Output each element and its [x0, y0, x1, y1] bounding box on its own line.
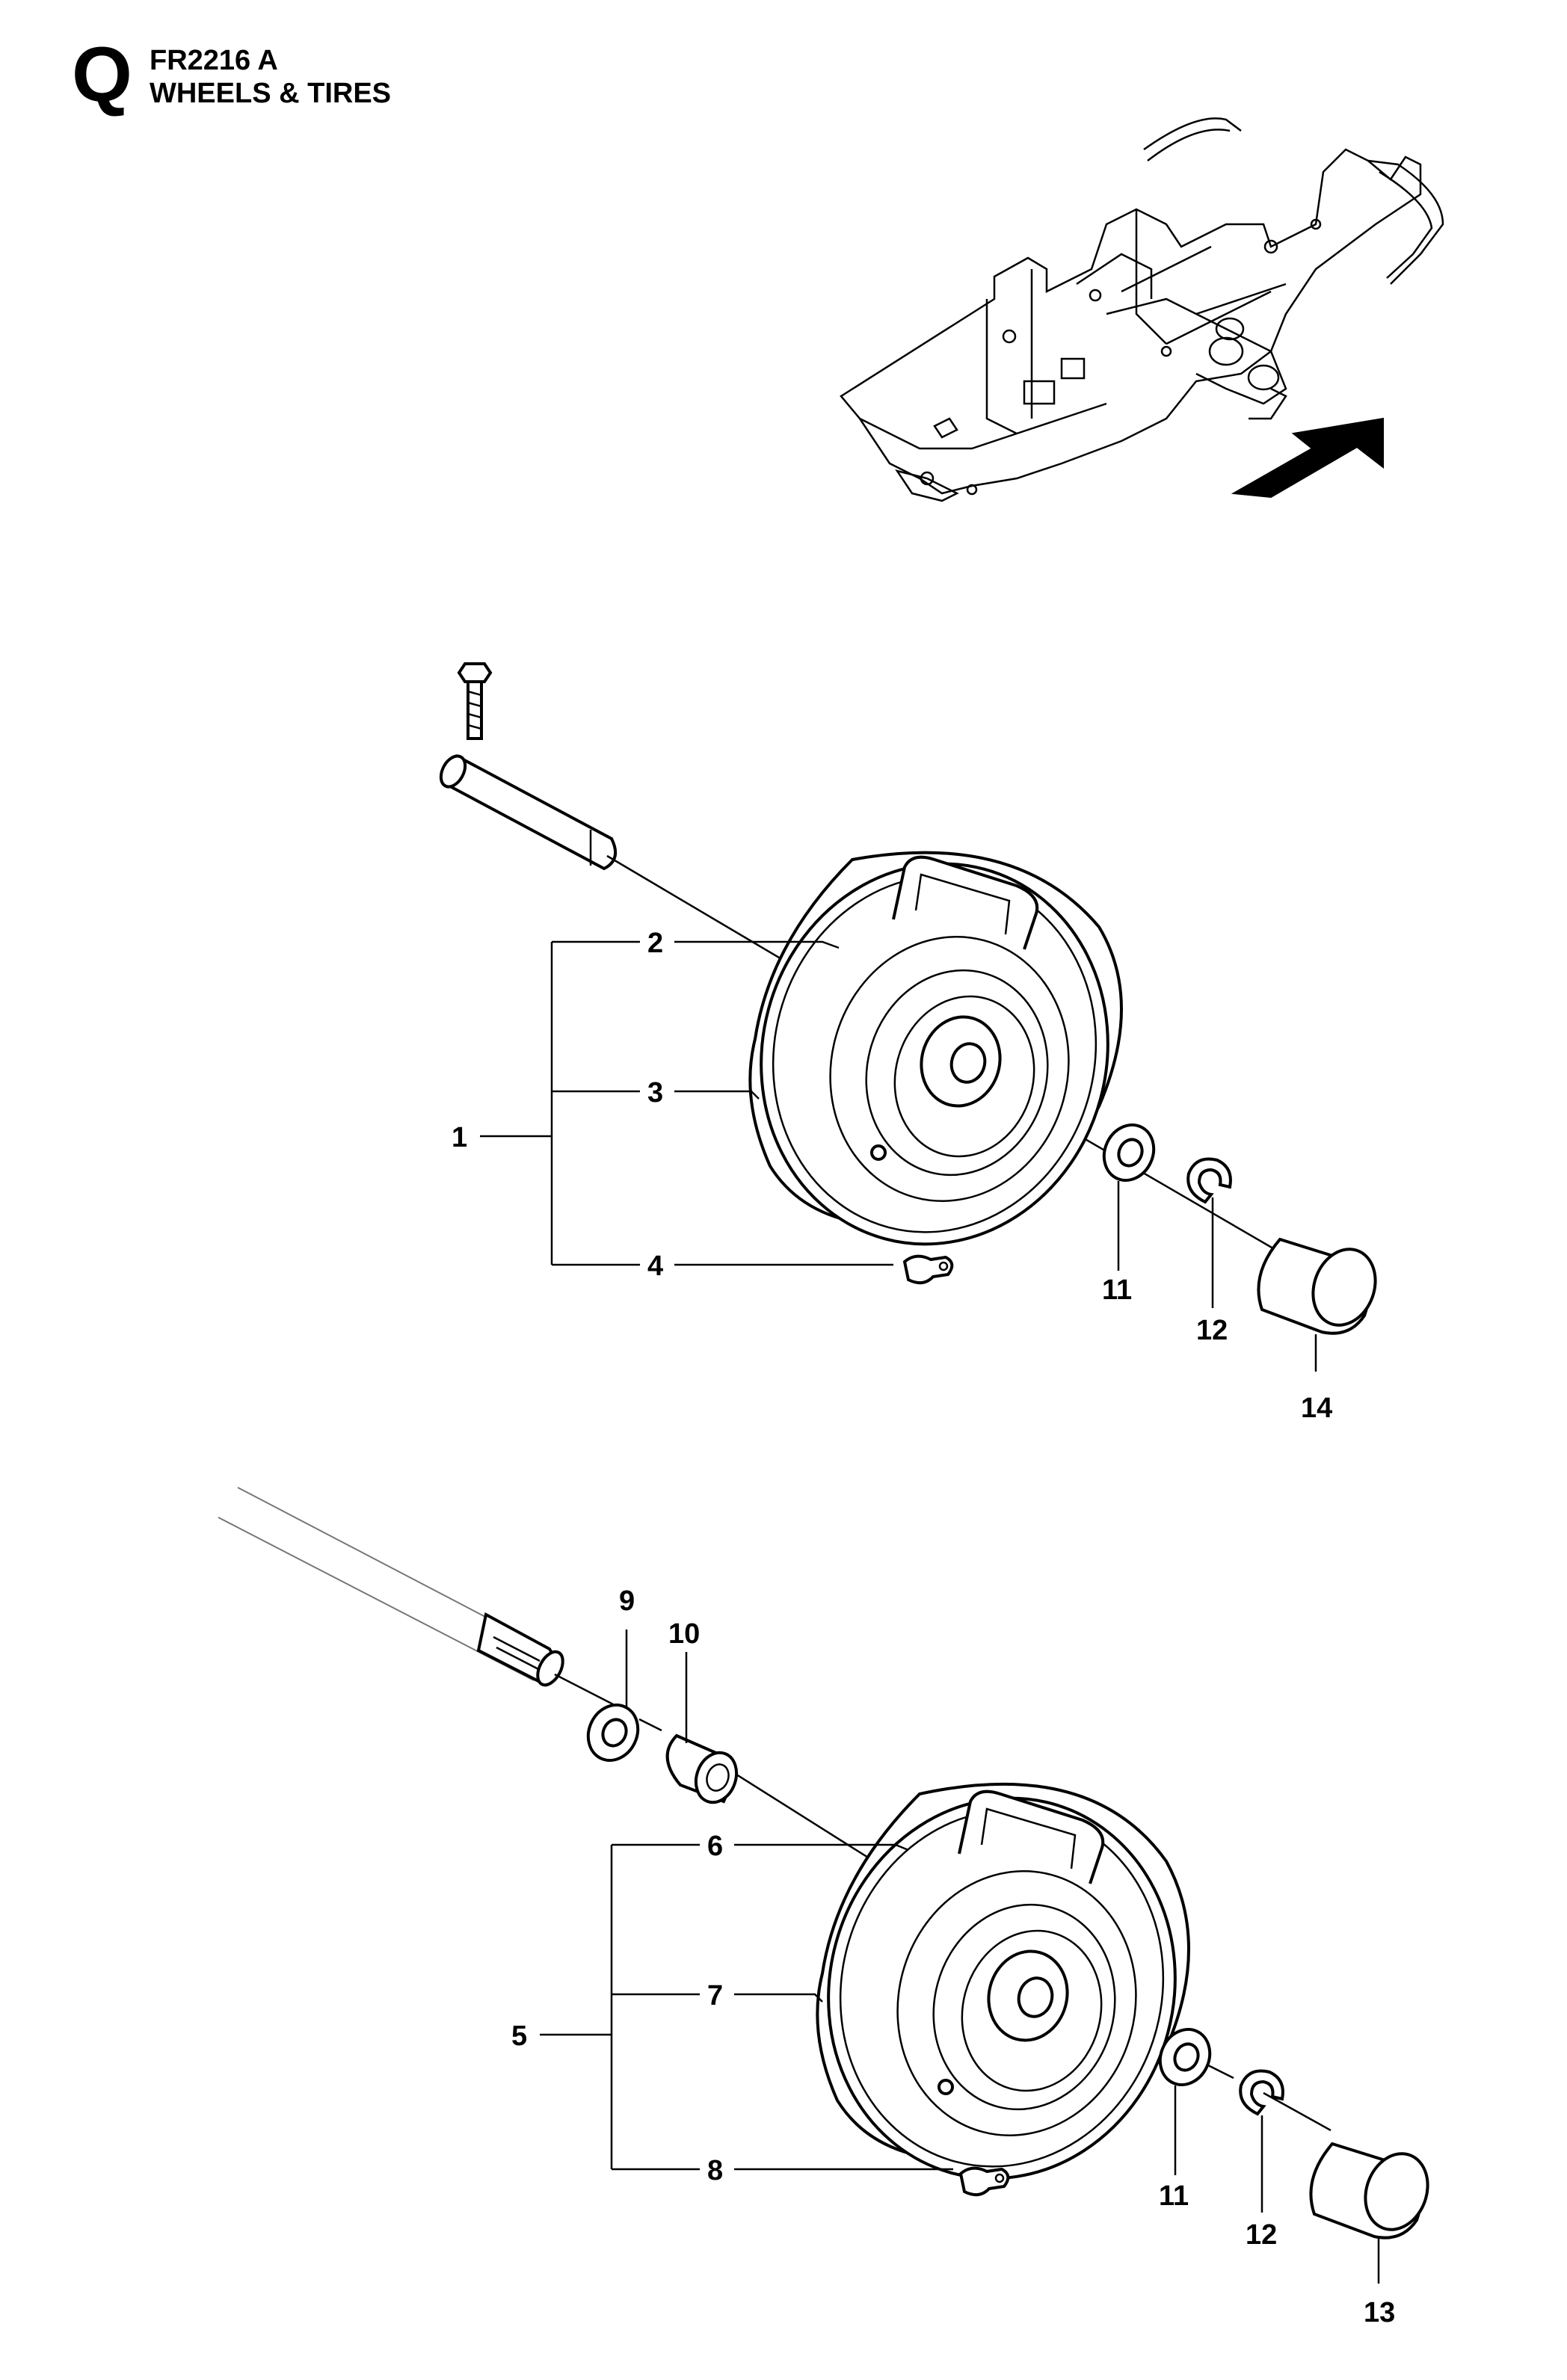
washer-11-lower: [1158, 2028, 1212, 2086]
rim-7: [896, 1870, 1137, 2136]
valve-stem-4: [902, 1254, 954, 1285]
rear-axle-shaft: [218, 1487, 564, 1687]
spacer-10: [665, 1733, 739, 1804]
axle-pin: [439, 754, 618, 871]
cap-14: [1257, 1237, 1377, 1335]
model-code: FR2216 A: [150, 45, 278, 76]
callout-3: 3: [647, 1077, 663, 1109]
callout-9: 9: [619, 1585, 635, 1617]
callout-13: 13: [1364, 2297, 1395, 2328]
callout-4: 4: [647, 1251, 663, 1282]
clip-12-upper: [1186, 1157, 1232, 1204]
callout-8: 8: [707, 2155, 723, 2186]
washer-9: [586, 1704, 640, 1762]
callout-5: 5: [511, 2020, 527, 2052]
callout-12-upper: 12: [1196, 1315, 1228, 1346]
direction-arrow-icon: [1231, 417, 1384, 499]
callout-7: 7: [707, 1980, 723, 2011]
section-letter: Q: [72, 31, 132, 118]
section-title: WHEELS & TIRES: [150, 78, 392, 109]
rim-3: [829, 936, 1070, 1202]
callout-12-lower: 12: [1246, 2219, 1277, 2251]
clip-12-lower: [1239, 2069, 1284, 2116]
callout-6: 6: [707, 1831, 723, 1862]
axle-bolt: [457, 662, 493, 740]
callout-1: 1: [452, 1122, 467, 1153]
page-header: Q FR2216 A WHEELS & TIRES: [72, 36, 595, 132]
callout-10: 10: [668, 1618, 700, 1650]
valve-stem-8: [958, 2166, 1010, 2197]
front-wheel-assembly: [439, 662, 1377, 1372]
rear-wheel-assembly: [218, 1487, 1429, 2284]
cap-13: [1309, 2142, 1429, 2239]
callout-2: 2: [647, 928, 663, 959]
washer-11-upper: [1102, 1123, 1156, 1182]
callout-labels: 1 2 3 4 11 12 14 9 10 5 6 7 8 11 12 13: [452, 928, 1395, 2328]
callout-11-upper: 11: [1102, 1274, 1132, 1306]
callout-14: 14: [1301, 1393, 1332, 1424]
tractor-frame-overview: [840, 117, 1444, 502]
callout-11-lower: 11: [1159, 2180, 1189, 2212]
